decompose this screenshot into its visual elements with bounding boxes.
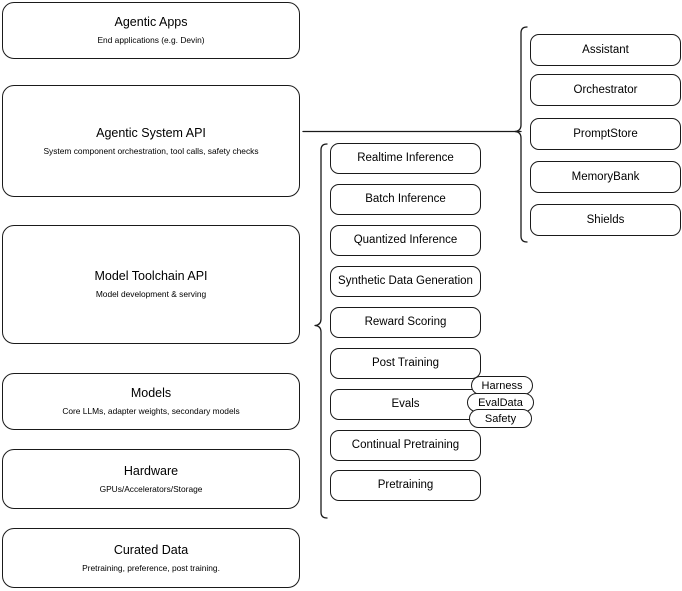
toolchain-continual-pretraining[interactable]: Continual Pretraining — [330, 430, 481, 461]
layer-curated-data[interactable]: Curated Data Pretraining, preference, po… — [2, 528, 300, 588]
system-component-assistant[interactable]: Assistant — [530, 34, 681, 66]
evals-badge-safety[interactable]: Safety — [469, 409, 532, 428]
toolchain-reward-scoring[interactable]: Reward Scoring — [330, 307, 481, 338]
toolchain-components-bracket — [314, 143, 328, 519]
chip-label: Pretraining — [377, 479, 434, 492]
layer-title: Model Toolchain API — [94, 269, 208, 284]
layer-models[interactable]: Models Core LLMs, adapter weights, secon… — [2, 373, 300, 430]
layer-subtitle: GPUs/Accelerators/Storage — [99, 483, 203, 494]
layer-title: Hardware — [123, 463, 179, 478]
toolchain-post-training[interactable]: Post Training — [330, 348, 481, 379]
system-component-promptstore[interactable]: PromptStore — [530, 118, 681, 150]
layer-agentic-system-api[interactable]: Agentic System API System component orch… — [2, 85, 300, 197]
layer-subtitle: End applications (e.g. Devin) — [97, 35, 205, 46]
system-components-bracket — [514, 26, 528, 243]
layer-subtitle: Model development & serving — [95, 289, 207, 300]
chip-label: Orchestrator — [573, 83, 638, 96]
toolchain-batch-inference[interactable]: Batch Inference — [330, 184, 481, 215]
toolchain-evals[interactable]: Evals — [330, 389, 481, 420]
layer-subtitle: System component orchestration, tool cal… — [43, 145, 259, 156]
pill-label: Harness — [481, 379, 523, 392]
chip-label: MemoryBank — [571, 170, 640, 183]
layer-agentic-apps[interactable]: Agentic Apps End applications (e.g. Devi… — [2, 2, 300, 59]
layer-hardware[interactable]: Hardware GPUs/Accelerators/Storage — [2, 449, 300, 509]
system-component-shields[interactable]: Shields — [530, 204, 681, 236]
chip-label: Post Training — [371, 357, 440, 370]
toolchain-pretraining[interactable]: Pretraining — [330, 470, 481, 501]
layer-title: Agentic Apps — [114, 15, 188, 30]
chip-label: Synthetic Data Generation — [338, 275, 473, 288]
system-component-memorybank[interactable]: MemoryBank — [530, 161, 681, 193]
layer-model-toolchain-api[interactable]: Model Toolchain API Model development & … — [2, 225, 300, 344]
toolchain-quantized-inference[interactable]: Quantized Inference — [330, 225, 481, 256]
chip-label: Reward Scoring — [364, 316, 447, 329]
chip-label: Continual Pretraining — [351, 439, 460, 452]
layer-title: Models — [130, 386, 172, 401]
layer-title: Agentic System API — [96, 125, 206, 140]
pill-label: EvalData — [478, 396, 523, 409]
toolchain-synthetic-data-generation[interactable]: Synthetic Data Generation — [330, 266, 481, 297]
chip-label: Shields — [586, 213, 625, 226]
chip-label: Assistant — [582, 43, 629, 56]
pill-label: Safety — [484, 412, 517, 425]
chip-label: Realtime Inference — [357, 152, 454, 165]
chip-label: PromptStore — [573, 127, 638, 140]
chip-label: Evals — [391, 398, 420, 411]
chip-label: Batch Inference — [365, 193, 446, 206]
toolchain-realtime-inference[interactable]: Realtime Inference — [330, 143, 481, 174]
layer-subtitle: Pretraining, preference, post training. — [82, 562, 220, 573]
system-component-orchestrator[interactable]: Orchestrator — [530, 74, 681, 106]
chip-label: Quantized Inference — [353, 234, 458, 247]
layer-subtitle: Core LLMs, adapter weights, secondary mo… — [62, 406, 240, 417]
layer-title: Curated Data — [113, 542, 189, 557]
